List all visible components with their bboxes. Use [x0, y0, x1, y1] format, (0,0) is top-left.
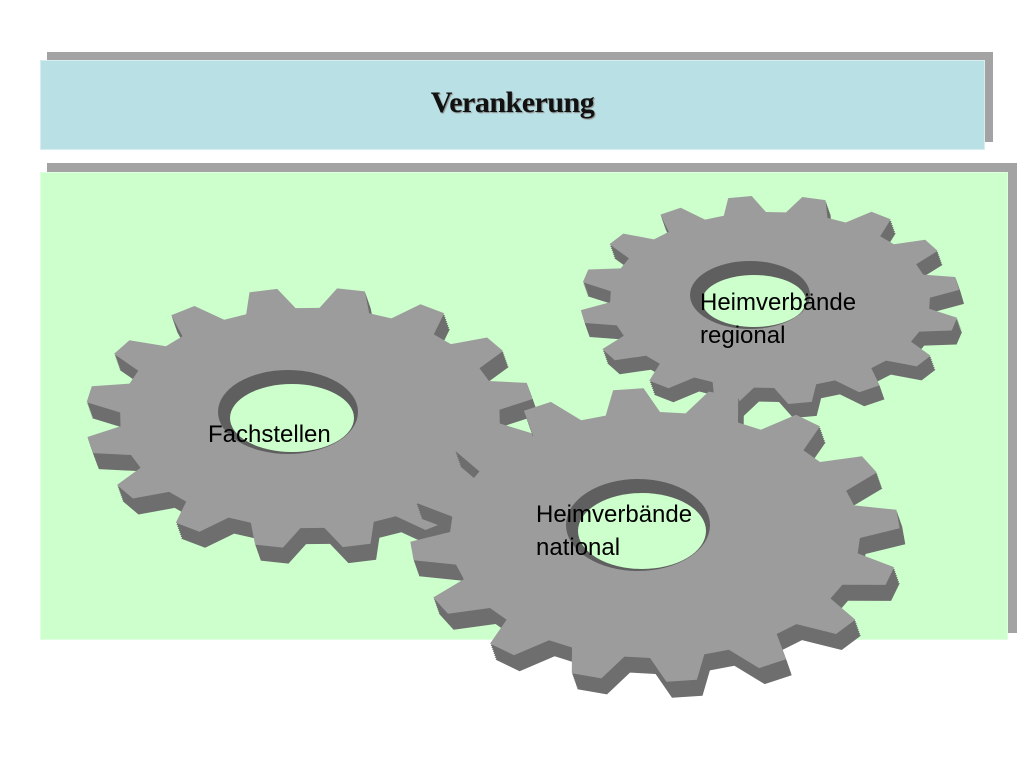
label-national: Heimverbände national: [536, 501, 693, 561]
gear-hole: [578, 493, 706, 569]
gear-hole: [230, 384, 354, 452]
gear-fachstellen: [86, 288, 539, 564]
gear-national: [410, 388, 906, 698]
slide-title: Verankerung: [430, 86, 595, 119]
label-regional: Heimverbände regional: [700, 289, 857, 349]
label-fachstellen: Fachstellen: [208, 421, 331, 448]
gear-regional: [580, 196, 964, 418]
gear-hole: [702, 275, 806, 327]
title-bar: Verankerung: [40, 60, 985, 150]
